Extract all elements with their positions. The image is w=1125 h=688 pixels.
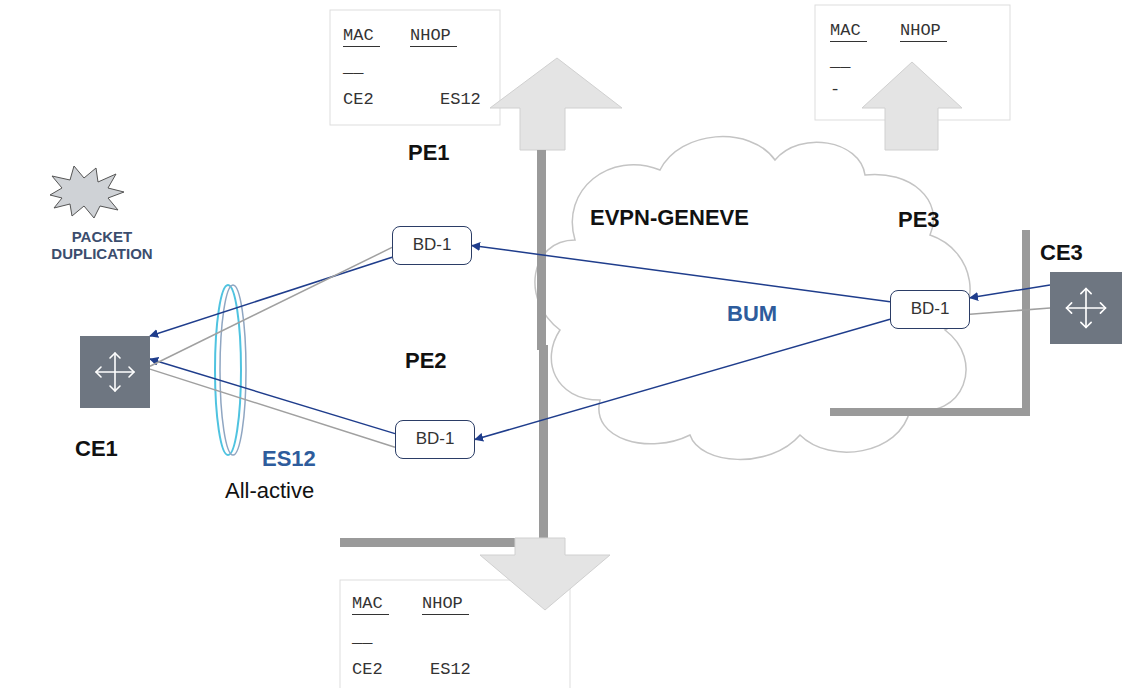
pe-bar xyxy=(539,345,548,540)
table-header: NHOP xyxy=(410,26,457,47)
pe-bar xyxy=(830,408,1030,416)
pe-label: PE2 xyxy=(405,348,447,373)
table-header: NHOP xyxy=(422,594,469,615)
table-cell: __ xyxy=(830,52,850,72)
table-header: MAC xyxy=(830,21,867,42)
bridge-domain-box: BD-1 xyxy=(890,290,970,329)
table-cell: ES12 xyxy=(440,90,481,110)
table-arrow xyxy=(862,62,962,150)
table-header: MAC xyxy=(352,594,389,615)
table-arrow xyxy=(490,58,622,150)
bum-arrow xyxy=(475,319,890,439)
bum-arrow xyxy=(150,257,392,336)
starburst xyxy=(50,166,124,218)
table-cell: ES12 xyxy=(430,660,471,680)
mac-table xyxy=(330,10,500,125)
switch-icon: CE1 xyxy=(80,336,150,408)
box-text: BD-1 xyxy=(407,235,457,255)
table-arrow xyxy=(480,538,610,610)
box-text: BD-1 xyxy=(905,299,955,319)
table-cell: __ xyxy=(343,58,363,78)
switch-symbol xyxy=(80,336,150,408)
bum-arrow xyxy=(472,246,890,302)
signal-label: BUM xyxy=(727,301,777,326)
bum-arrow xyxy=(970,285,1050,298)
pe-label: PE1 xyxy=(408,140,450,165)
device-label: CE3 xyxy=(1040,240,1083,266)
table-cell: __ xyxy=(352,628,372,648)
pe-bar xyxy=(1022,230,1030,416)
box-text: BD-1 xyxy=(410,429,460,449)
callout-text: PACKET DUPLICATION xyxy=(42,228,162,263)
device-label: CE1 xyxy=(75,436,118,462)
pe-label: PE3 xyxy=(898,207,940,232)
pe-bar xyxy=(340,538,515,547)
table-header: NHOP xyxy=(900,21,947,42)
switch-symbol xyxy=(1050,272,1122,344)
table-cell: CE2 xyxy=(352,660,383,680)
bridge-domain-box: BD-1 xyxy=(392,226,472,265)
es-label: ES12 xyxy=(262,446,316,471)
es-ellipse xyxy=(220,285,246,455)
link-line xyxy=(970,308,1050,314)
table-cell: - xyxy=(830,80,840,100)
es-mode-label: All-active xyxy=(225,478,314,503)
table-cell: CE2 xyxy=(343,90,374,110)
link-line xyxy=(150,369,395,447)
pe-bar xyxy=(537,150,546,350)
link-line xyxy=(150,247,392,366)
cloud-label: EVPN-GENEVE xyxy=(590,205,749,230)
table-header: MAC xyxy=(343,26,380,47)
bum-arrow xyxy=(150,359,395,434)
switch-icon: CE3 xyxy=(1050,272,1122,344)
bridge-domain-box: BD-1 xyxy=(395,420,475,459)
